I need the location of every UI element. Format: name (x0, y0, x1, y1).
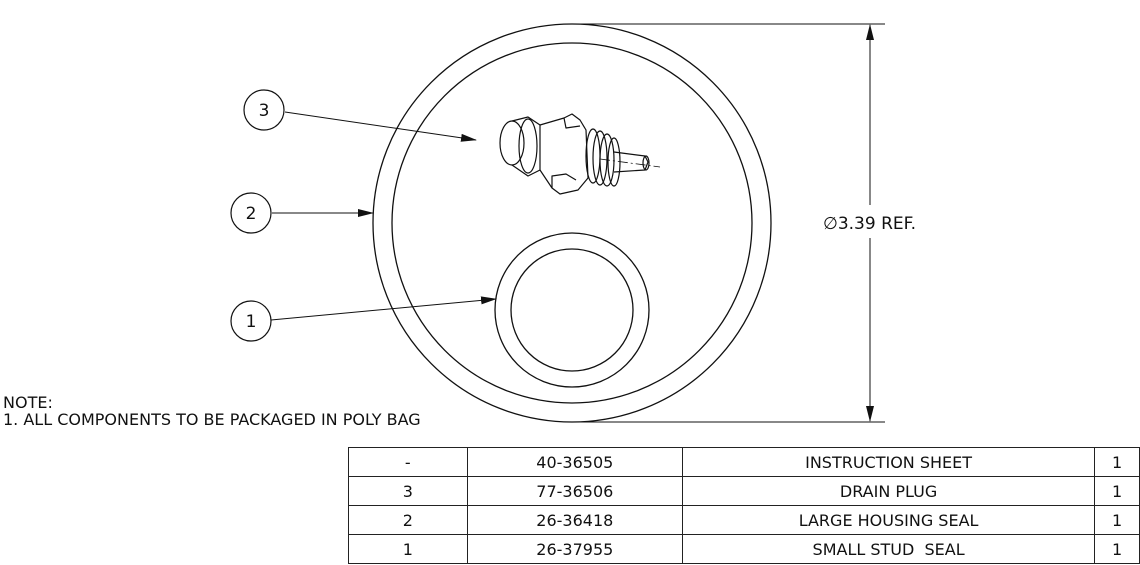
leader-1 (270, 296, 497, 321)
callout-1: 1 (230, 300, 272, 342)
description: INSTRUCTION SHEET (682, 447, 1096, 477)
item-number: - (348, 447, 468, 477)
large-housing-seal (372, 23, 772, 423)
small-seal-outer-ring (494, 232, 650, 388)
part-number: 77-36506 (466, 476, 684, 506)
description: SMALL STUD SEAL (682, 534, 1096, 564)
callout-3: 3 (243, 89, 285, 131)
svg-text:2: 2 (246, 204, 257, 224)
quantity: 1 (1094, 476, 1140, 506)
svg-text:1: 1 (246, 312, 257, 332)
table-row: - 40-36505 INSTRUCTION SHEET 1 (348, 447, 1140, 477)
drawing-note: NOTE: 1. ALL COMPONENTS TO BE PACKAGED I… (3, 394, 421, 428)
description: DRAIN PLUG (682, 476, 1096, 506)
leader-3 (284, 111, 477, 142)
item-number: 3 (348, 476, 468, 506)
bill-of-materials-table: - 40-36505 INSTRUCTION SHEET 1 3 77-3650… (348, 447, 1140, 564)
item-number: 2 (348, 505, 468, 535)
quantity: 1 (1094, 505, 1140, 535)
part-number: 26-37955 (466, 534, 684, 564)
leader-lines (270, 111, 497, 321)
small-seal-inner-ring (510, 248, 634, 372)
svg-text:3: 3 (259, 101, 270, 121)
drain-plug (499, 113, 661, 195)
diameter-label: ∅3.39 REF. (823, 214, 916, 234)
note-item: 1. ALL COMPONENTS TO BE PACKAGED IN POLY… (3, 410, 421, 429)
small-stud-seal (494, 232, 650, 388)
callout-2: 2 (230, 192, 272, 234)
description: LARGE HOUSING SEAL (682, 505, 1096, 535)
large-seal-outer-ring (372, 23, 772, 423)
quantity: 1 (1094, 534, 1140, 564)
quantity: 1 (1094, 447, 1140, 477)
table-row: 1 26-37955 SMALL STUD SEAL 1 (348, 534, 1140, 564)
part-number: 40-36505 (466, 447, 684, 477)
table-row: 2 26-36418 LARGE HOUSING SEAL 1 (348, 505, 1140, 535)
diameter-dimension (572, 23, 885, 423)
item-number: 1 (348, 534, 468, 564)
table-row: 3 77-36506 DRAIN PLUG 1 (348, 476, 1140, 506)
large-seal-inner-ring (391, 42, 753, 404)
note-heading: NOTE: (3, 393, 53, 412)
part-number: 26-36418 (466, 505, 684, 535)
